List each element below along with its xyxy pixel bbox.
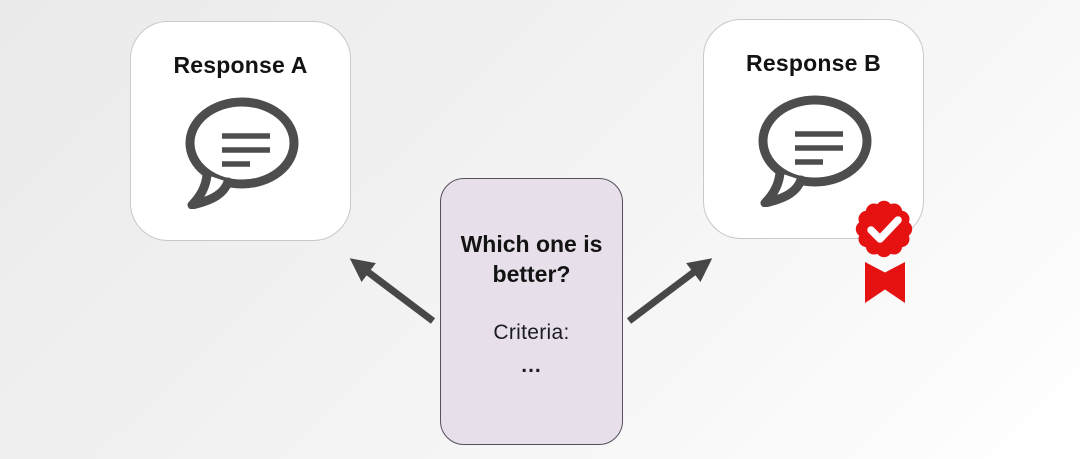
criteria-label: Criteria: (493, 320, 570, 344)
speech-bubble-icon (758, 95, 872, 207)
question-title: Which one is better? (460, 231, 603, 288)
response-a-card: Response A (130, 21, 351, 241)
arrow-to-response-b (626, 258, 713, 324)
response-a-title: Response A (173, 52, 308, 78)
award-rosette (855, 200, 913, 258)
criteria-ellipsis: ... (521, 353, 542, 377)
checkmark-icon (867, 216, 902, 243)
speech-bubble-text-lines (222, 133, 270, 167)
speech-bubble-tail (187, 170, 233, 209)
award-ribbon-tails (865, 262, 905, 303)
speech-bubble-outline (758, 95, 872, 187)
speech-bubble-text-lines (795, 131, 843, 165)
response-b-title: Response B (746, 50, 881, 76)
award-ribbon-icon (855, 200, 913, 303)
arrow-to-response-a (349, 258, 436, 324)
speech-bubble-outline (185, 97, 299, 189)
speech-bubble-tail (760, 168, 806, 207)
question-card: Which one is better? Criteria: ... (440, 178, 623, 445)
speech-bubble-icon (185, 97, 299, 209)
